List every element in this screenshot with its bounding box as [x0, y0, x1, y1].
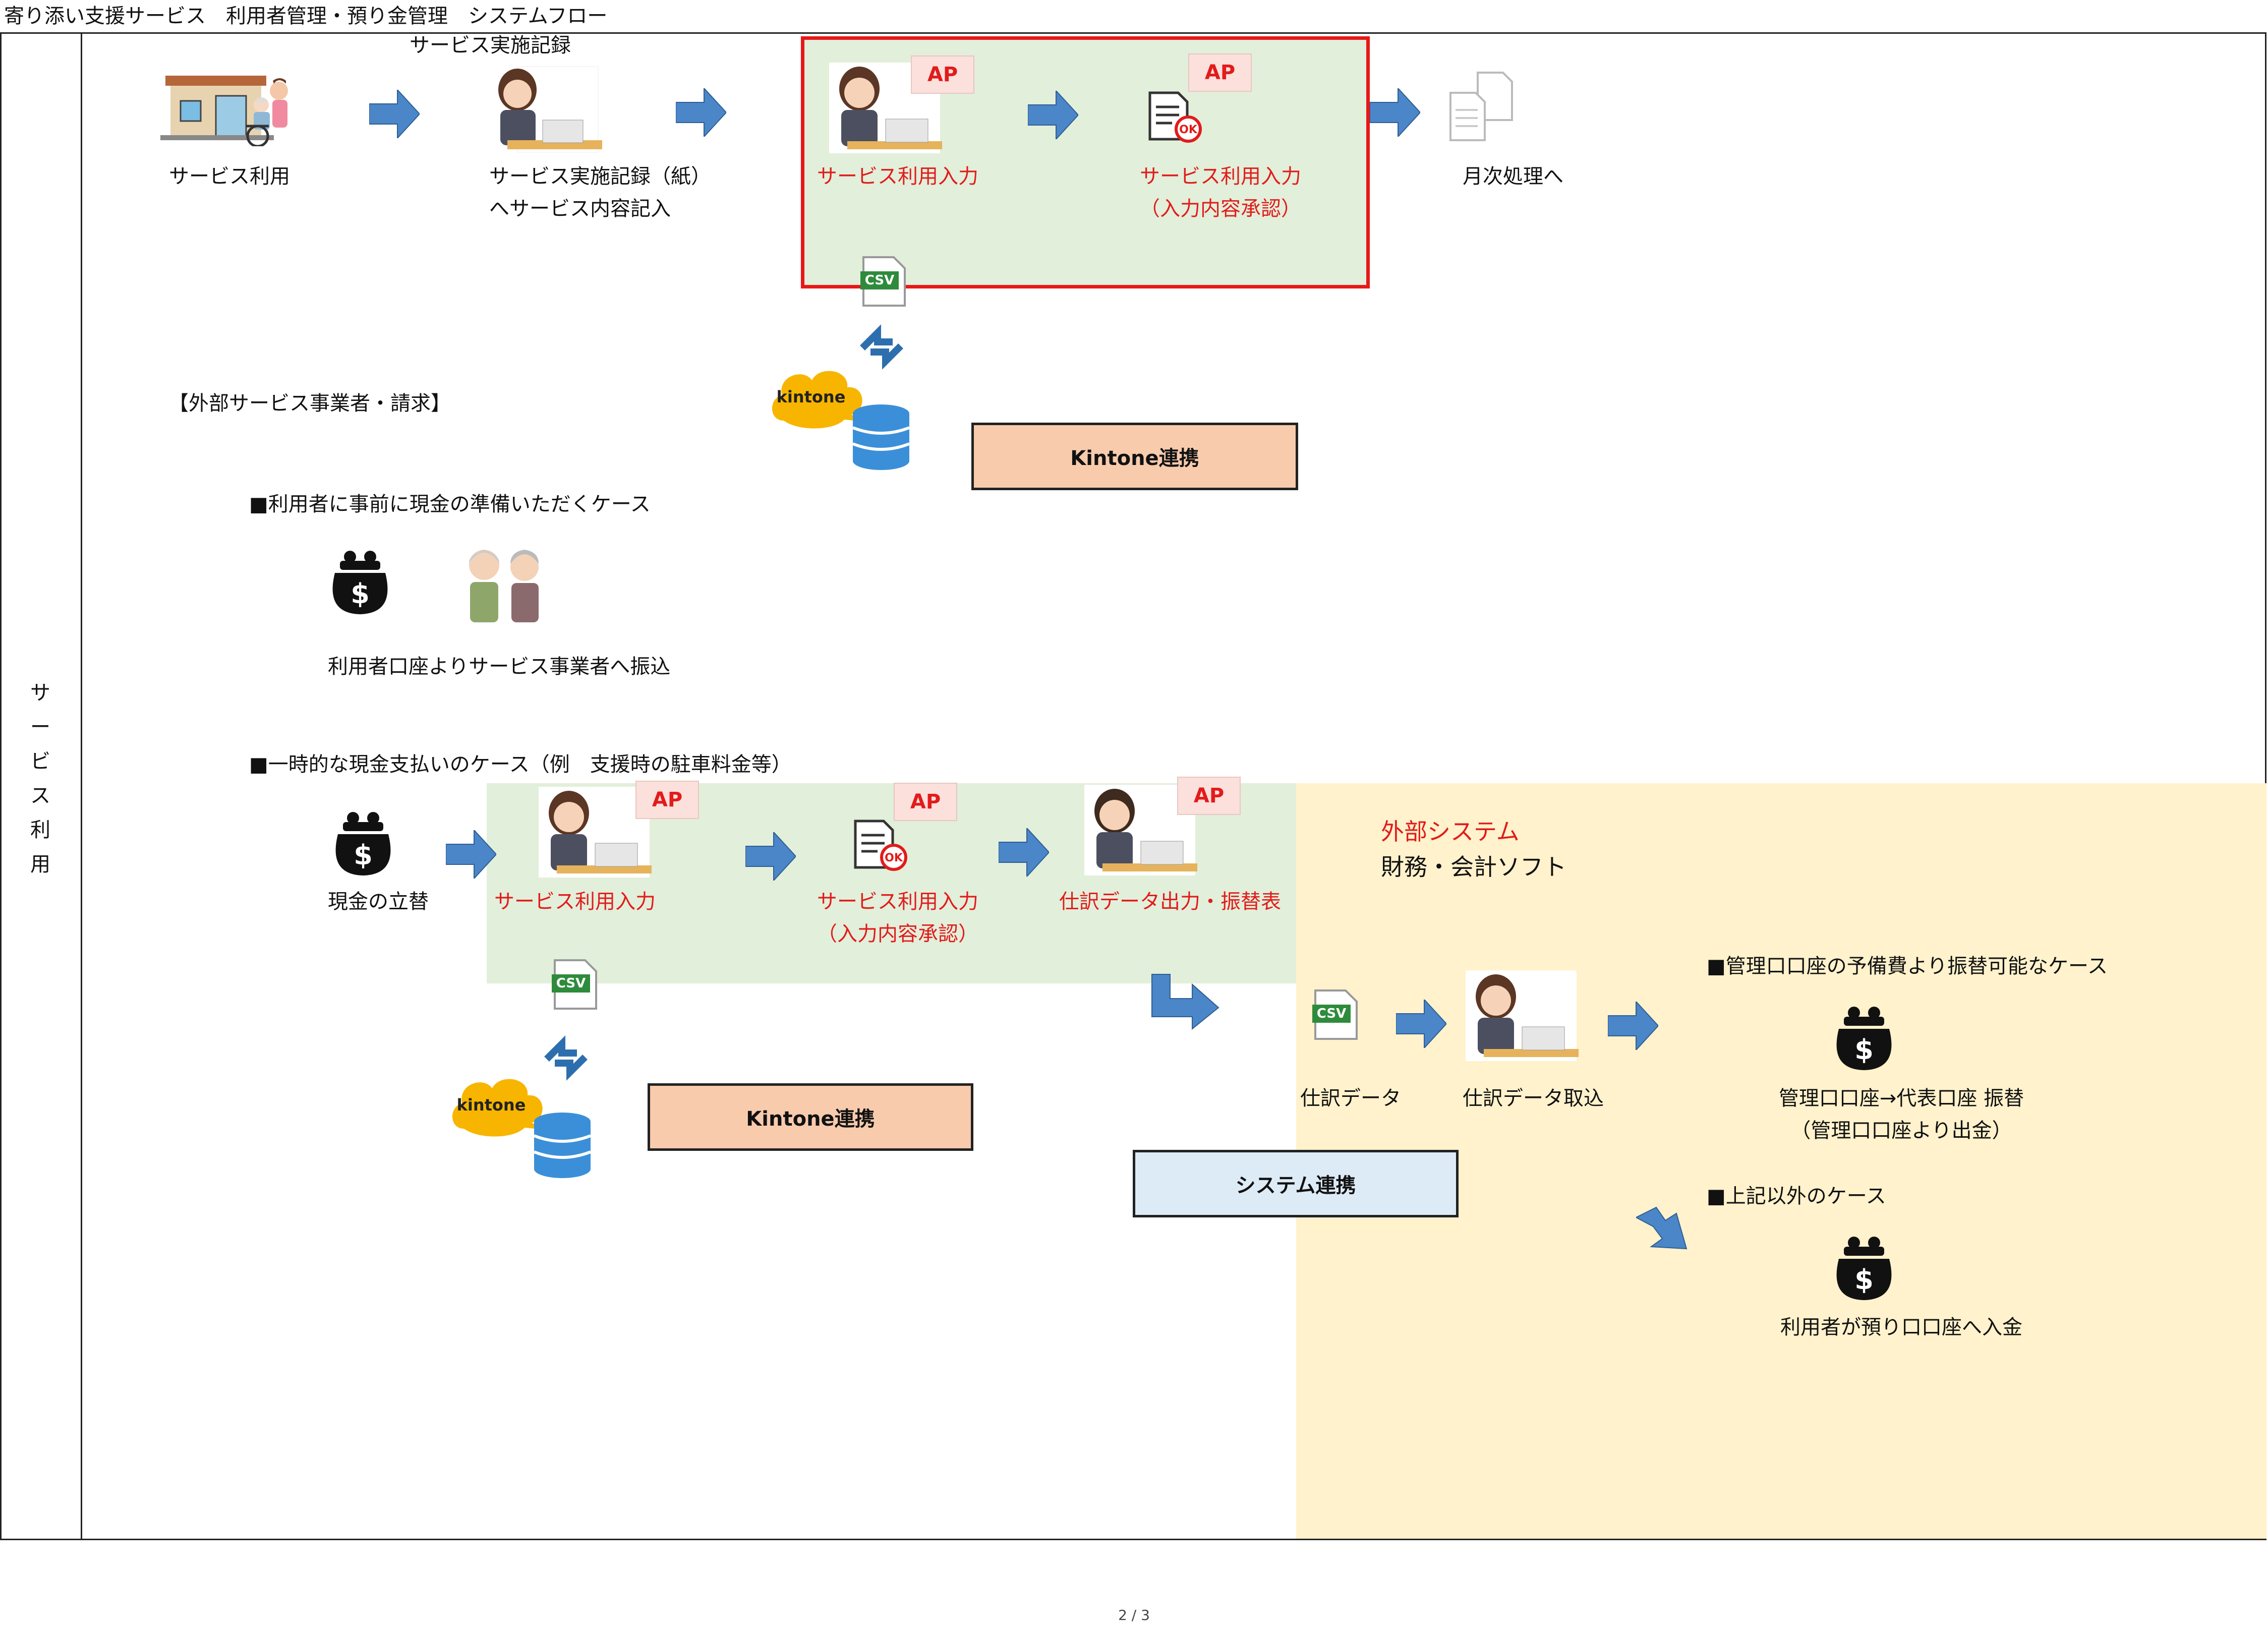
staff-input-icon: [539, 787, 652, 878]
case2-approval-line1: サービス利用入力: [817, 890, 978, 913]
svg-text:OK: OK: [1179, 124, 1198, 136]
svg-text:$: $: [1854, 1264, 1874, 1296]
page-title: 寄り添い支援サービス 利用者管理・預り金管理 システムフロー: [4, 5, 608, 28]
sync-icon: [860, 324, 903, 370]
svg-text:$: $: [351, 578, 370, 610]
approval-document-icon: OK: [854, 820, 907, 871]
lane-label: サ ー ビ ス 利 用: [20, 676, 61, 882]
lane-label-char: サ: [30, 681, 50, 705]
right-arrow-icon: [446, 830, 496, 879]
lane-label-char: 利: [30, 819, 50, 842]
kintone-logo-text: kintone: [457, 1095, 526, 1115]
csv-file-icon: CSV: [860, 256, 906, 307]
lane-label-char: ー: [30, 716, 50, 739]
ap-badge: AP: [911, 55, 974, 94]
csv-label: CSV: [556, 976, 586, 991]
lane-label-char: ス: [30, 784, 50, 807]
ap-badge: AP: [894, 783, 957, 821]
right-arrow-icon: [745, 832, 796, 881]
external-system-subtitle: 財務・会計ソフト: [1381, 853, 1566, 881]
cash-advance-label: 現金の立替: [328, 890, 429, 913]
money-purse-icon: $: [1836, 1237, 1892, 1300]
database-icon: [852, 404, 910, 470]
approval-document-icon: OK: [1148, 91, 1202, 143]
kintone-link-box: Kintone連携: [971, 423, 1298, 490]
case2-input-label: サービス利用入力: [494, 890, 656, 913]
approval-line2: （入力内容承認）: [1140, 197, 1301, 220]
external-system-title: 外部システム: [1381, 818, 1520, 845]
right-arrow-icon: [1396, 1000, 1446, 1048]
case2-heading: ■一時的な現金支払いのケース（例 支援時の駐車料金等）: [249, 753, 792, 776]
right-arrow-icon: [1028, 91, 1078, 139]
money-purse-icon: $: [1836, 1007, 1892, 1070]
staff-input-icon: [829, 63, 942, 153]
care-facility-icon: [160, 76, 288, 146]
service-input-label: サービス利用入力: [817, 165, 978, 188]
service-record-caption: サービス実施記録: [410, 34, 571, 57]
ap-badge: AP: [635, 781, 699, 819]
right-arrow-icon: [1608, 1002, 1658, 1050]
down-right-arrow-icon: [1636, 1206, 1688, 1250]
system-link-box: システム連携: [1133, 1150, 1459, 1217]
case2-approval-line2: （入力内容承認）: [817, 922, 978, 946]
right-arrow-icon: [676, 88, 726, 137]
csv-label: CSV: [865, 273, 894, 288]
svg-text:$: $: [354, 839, 373, 871]
svg-text:$: $: [1854, 1034, 1874, 1066]
journal-import-label: 仕訳データ取込: [1463, 1087, 1604, 1110]
csv-file-icon: CSV: [552, 959, 597, 1010]
journal-data-label: 仕訳データ: [1300, 1087, 1401, 1110]
svg-text:OK: OK: [885, 852, 903, 864]
case1-caption: 利用者口座よりサービス事業者へ振込: [328, 655, 671, 678]
case-a-line1: 管理口口座→代表口座 振替: [1778, 1087, 2024, 1110]
staff-import-icon: [1466, 970, 1579, 1061]
right-arrow-icon: [1370, 88, 1420, 137]
right-arrow-icon: [369, 90, 420, 138]
down-right-arrow-icon: [1151, 974, 1219, 1030]
record-line2: へサービス内容記入: [489, 197, 671, 220]
ap-badge: AP: [1188, 53, 1252, 92]
record-line1: サービス実施記録（紙）: [489, 165, 711, 188]
money-purse-icon: $: [335, 812, 391, 876]
database-icon: [533, 1113, 592, 1178]
monthly-processing-label: 月次処理へ: [1463, 165, 1563, 188]
kintone-link-box: Kintone連携: [648, 1083, 973, 1151]
money-purse-icon: $: [332, 551, 388, 614]
journal-output-label: 仕訳データ出力・振替表: [1059, 890, 1281, 913]
highlight-border: [801, 36, 1370, 288]
lane-label-char: ビ: [30, 750, 50, 773]
lane-label-char: 用: [30, 853, 50, 876]
staff-at-pc-icon: [498, 66, 602, 153]
staff-journal-icon: [1084, 785, 1197, 876]
approval-line1: サービス利用入力: [1140, 165, 1301, 188]
kintone-logo-icon: kintone: [452, 1079, 545, 1137]
documents-icon: [1449, 72, 1513, 141]
kintone-logo-text: kintone: [777, 387, 846, 406]
sync-icon: [544, 1035, 588, 1081]
elderly-couple-icon: [469, 550, 539, 622]
case1-heading: ■利用者に事前に現金の準備いただくケース: [249, 493, 651, 516]
case-b-heading: ■上記以外のケース: [1707, 1185, 1886, 1208]
csv-file-icon: CSV: [1312, 989, 1358, 1040]
case-a-heading: ■管理口口座の予備費より振替可能なケース: [1707, 955, 2108, 978]
service-use-label: サービス利用: [169, 165, 290, 188]
page-number: 2 / 3: [1118, 1607, 1150, 1623]
csv-label: CSV: [1317, 1006, 1346, 1021]
lane-divider: [81, 32, 82, 1540]
case-a-line2: （管理口口座より出金）: [1790, 1119, 2012, 1142]
ap-badge: AP: [1177, 777, 1241, 815]
external-provider-heading: 【外部サービス事業者・請求】: [168, 392, 451, 415]
case-b-caption: 利用者が預り口口座へ入金: [1780, 1316, 2022, 1339]
right-arrow-icon: [999, 828, 1049, 877]
kintone-logo-icon: kintone: [772, 371, 864, 429]
